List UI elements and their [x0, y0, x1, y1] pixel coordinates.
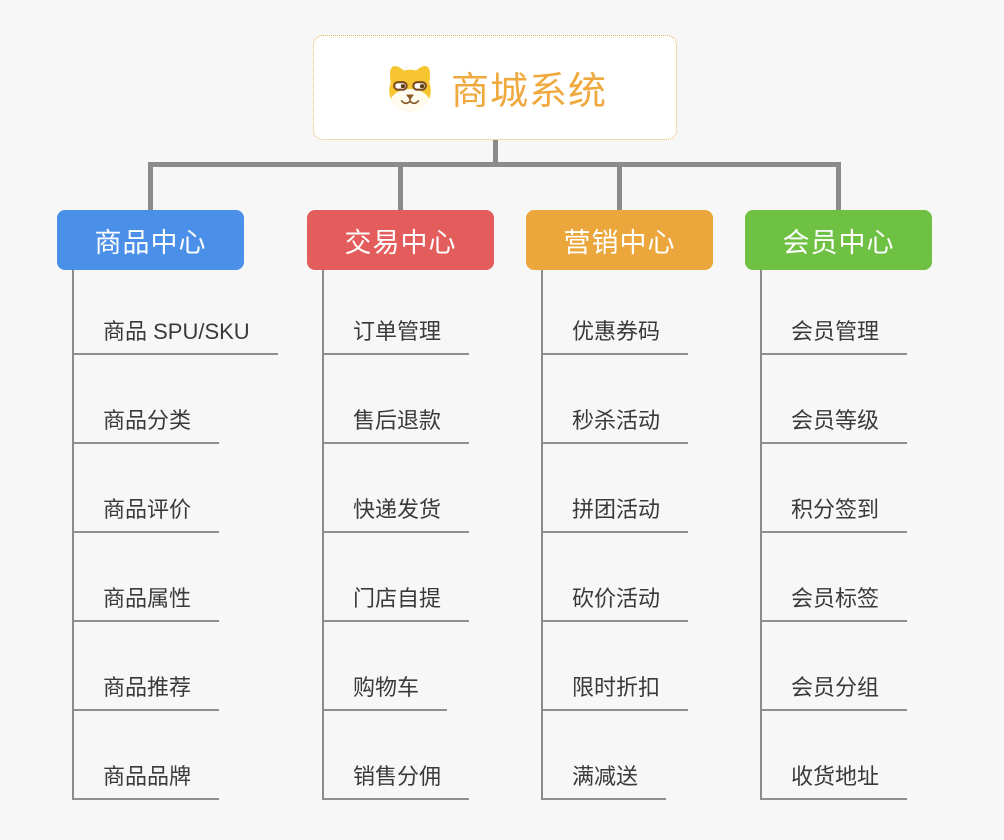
connector-drop-1: [148, 162, 153, 212]
leaf-node[interactable]: 商品 SPU/SKU: [72, 314, 278, 355]
leaf-node[interactable]: 积分签到: [760, 492, 908, 533]
leaf-node[interactable]: 销售分佣: [322, 759, 470, 800]
dog-face-icon: [383, 63, 437, 113]
leaf-node[interactable]: 商品属性: [72, 581, 220, 622]
leaf-node[interactable]: 商品推荐: [72, 670, 220, 711]
leaf-node[interactable]: 砍价活动: [541, 581, 689, 622]
leaf-column-goods: 商品 SPU/SKU 商品分类 商品评价 商品属性 商品推荐 商品品牌: [72, 266, 322, 800]
root-node[interactable]: 商城系统: [313, 35, 677, 140]
connector-drop-2: [398, 162, 403, 212]
branch-node-goods[interactable]: 商品中心: [57, 210, 244, 270]
branch-label: 交易中心: [344, 227, 457, 258]
branch-label: 会员中心: [782, 227, 895, 258]
leaf-node[interactable]: 收货地址: [760, 759, 908, 800]
leaf-column-trade: 订单管理 售后退款 快递发货 门店自提 购物车 销售分佣: [322, 266, 572, 800]
leaf-node[interactable]: 限时折扣: [541, 670, 689, 711]
leaf-node[interactable]: 购物车: [322, 670, 448, 711]
trunk-line-2: [322, 268, 324, 800]
leaf-node[interactable]: 拼团活动: [541, 492, 689, 533]
trunk-line-1: [72, 268, 74, 800]
leaf-node[interactable]: 会员管理: [760, 314, 908, 355]
leaf-node[interactable]: 门店自提: [322, 581, 470, 622]
leaf-node[interactable]: 订单管理: [322, 314, 470, 355]
leaf-node[interactable]: 秒杀活动: [541, 403, 689, 444]
connector-drop-3: [617, 162, 622, 212]
leaf-node[interactable]: 会员等级: [760, 403, 908, 444]
connector-root-stub: [493, 140, 498, 167]
leaf-column-marketing: 优惠券码 秒杀活动 拼团活动 砍价活动 限时折扣 满减送: [541, 266, 791, 800]
leaf-node[interactable]: 商品分类: [72, 403, 220, 444]
leaf-node[interactable]: 会员标签: [760, 581, 908, 622]
leaf-node[interactable]: 快递发货: [322, 492, 470, 533]
root-title: 商城系统: [450, 71, 607, 113]
branch-node-trade[interactable]: 交易中心: [307, 210, 494, 270]
leaf-node[interactable]: 会员分组: [760, 670, 908, 711]
branch-node-member[interactable]: 会员中心: [745, 210, 932, 270]
connector-drop-4: [836, 162, 841, 212]
branch-label: 商品中心: [94, 227, 207, 258]
connector-bus: [148, 162, 841, 167]
trunk-line-3: [541, 268, 543, 800]
leaf-node[interactable]: 商品品牌: [72, 759, 220, 800]
branch-label: 营销中心: [563, 227, 676, 258]
trunk-line-4: [760, 268, 762, 800]
leaf-column-member: 会员管理 会员等级 积分签到 会员标签 会员分组 收货地址: [760, 266, 1004, 800]
leaf-node[interactable]: 售后退款: [322, 403, 470, 444]
leaf-node[interactable]: 满减送: [541, 759, 667, 800]
leaf-node[interactable]: 商品评价: [72, 492, 220, 533]
leaf-node[interactable]: 优惠券码: [541, 314, 689, 355]
branch-node-marketing[interactable]: 营销中心: [526, 210, 713, 270]
